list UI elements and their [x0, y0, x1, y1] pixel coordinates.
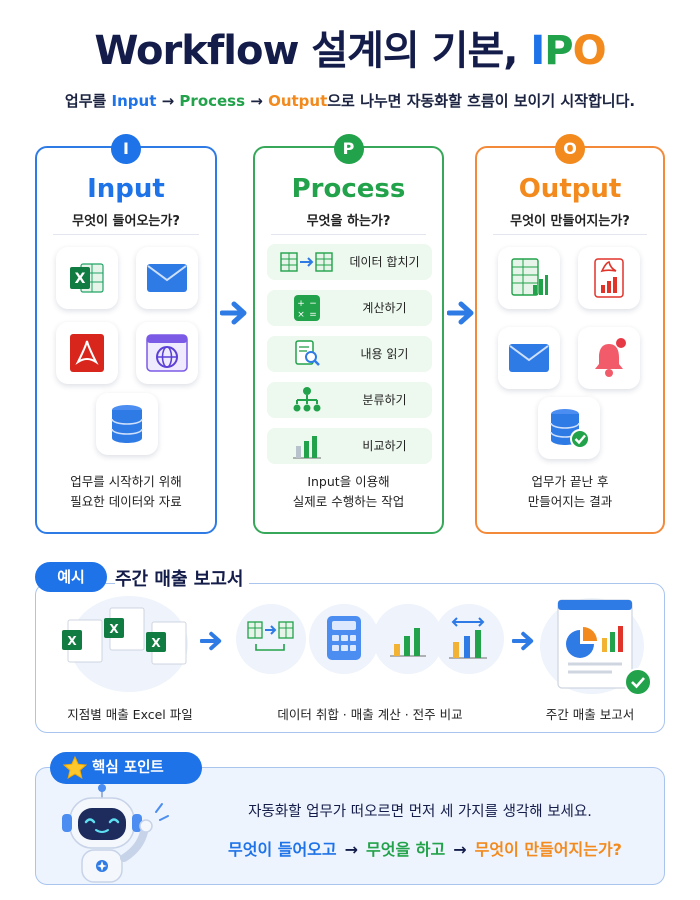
divider	[271, 234, 426, 235]
step-bg	[236, 604, 306, 674]
input-title: Input	[87, 174, 165, 204]
mail-icon	[136, 247, 198, 309]
pdf-icon	[56, 322, 118, 384]
svg-text:×: ×	[297, 310, 305, 320]
star-icon	[62, 755, 88, 780]
excel-files-icon: X X X	[62, 607, 187, 665]
arrow-right-icon	[447, 301, 474, 325]
keypoint-questions: 무엇이 들어오고→무엇을 하고→무엇이 만들어지는가?	[228, 840, 622, 859]
database-check-icon	[538, 397, 600, 459]
robot-icon	[62, 784, 169, 883]
tree-icon	[279, 386, 335, 414]
bar-chart-icon	[390, 628, 426, 657]
process-step-label: 비교하기	[362, 439, 407, 453]
database-icon	[96, 393, 158, 455]
svg-text:X: X	[67, 634, 77, 648]
svg-text:X: X	[109, 622, 119, 636]
calculator-icon: +−× =	[279, 294, 335, 322]
process-step-read: 내용 읽기	[267, 336, 432, 372]
arrow-right-icon	[220, 301, 247, 325]
search-doc-icon	[279, 340, 335, 368]
example-tag: 예시	[35, 562, 107, 592]
web-icon	[136, 322, 198, 384]
process-title: Process	[291, 174, 406, 204]
svg-text:=: =	[309, 310, 317, 320]
example-caption-process: 데이터 취합 · 매출 계산 · 전주 비교	[277, 707, 463, 722]
process-badge: P	[333, 134, 364, 164]
arrow-right-icon	[200, 631, 222, 651]
process-step-label: 내용 읽기	[360, 347, 409, 361]
output-title: Output	[518, 174, 622, 204]
input-badge: I	[111, 134, 141, 164]
process-step-compare: 비교하기	[267, 428, 432, 464]
output-question: 무엇이 만들어지는가?	[510, 214, 630, 229]
mail-icon	[498, 327, 560, 389]
page-title: Workflow 설계의 기본, IPO	[94, 28, 606, 74]
svg-text:−: −	[309, 299, 317, 309]
page-subtitle: 업무를 Input → Process → Output으로 나누면 자동화할 …	[64, 92, 636, 110]
bar-chart-icon	[279, 432, 335, 460]
keypoint-text: 자동화할 업무가 떠오르면 먼저 세 가지를 생각해 보세요.	[248, 804, 592, 820]
merge-icon	[279, 248, 335, 276]
process-question: 무엇을 하는가?	[306, 214, 391, 229]
calculator-icon	[327, 616, 361, 660]
bell-icon	[578, 327, 640, 389]
process-step-merge: 데이터 합치기	[267, 244, 432, 280]
process-step-calculate: +−× = 계산하기	[267, 290, 432, 326]
svg-text:+: +	[297, 299, 305, 309]
output-badge: O	[555, 134, 585, 164]
pdf-chart-icon	[578, 247, 640, 309]
input-question: 무엇이 들어오는가?	[72, 214, 180, 229]
process-step-label: 계산하기	[362, 301, 407, 315]
process-step-label: 데이터 합치기	[349, 255, 420, 269]
example-title: 주간 매출 보고서	[115, 565, 250, 591]
process-step-classify: 분류하기	[267, 382, 432, 418]
svg-text:X: X	[75, 271, 86, 287]
report-icon	[557, 599, 652, 696]
compare-chart-icon	[449, 617, 487, 659]
process-card: P Process 무엇을 하는가? 데이터 합치기 +−× = 계산하기 내용 …	[253, 134, 444, 534]
example-caption-output: 주간 매출 보고서	[545, 707, 635, 722]
divider	[53, 234, 199, 235]
merge-icon	[247, 621, 294, 651]
process-step-label: 분류하기	[362, 393, 407, 407]
svg-text:X: X	[151, 636, 161, 650]
spreadsheet-chart-icon	[498, 247, 560, 309]
arrow-right-icon	[512, 631, 534, 651]
excel-icon: X	[56, 247, 118, 309]
example-caption-input: 지점별 매출 Excel 파일	[67, 707, 193, 722]
divider	[493, 234, 647, 235]
